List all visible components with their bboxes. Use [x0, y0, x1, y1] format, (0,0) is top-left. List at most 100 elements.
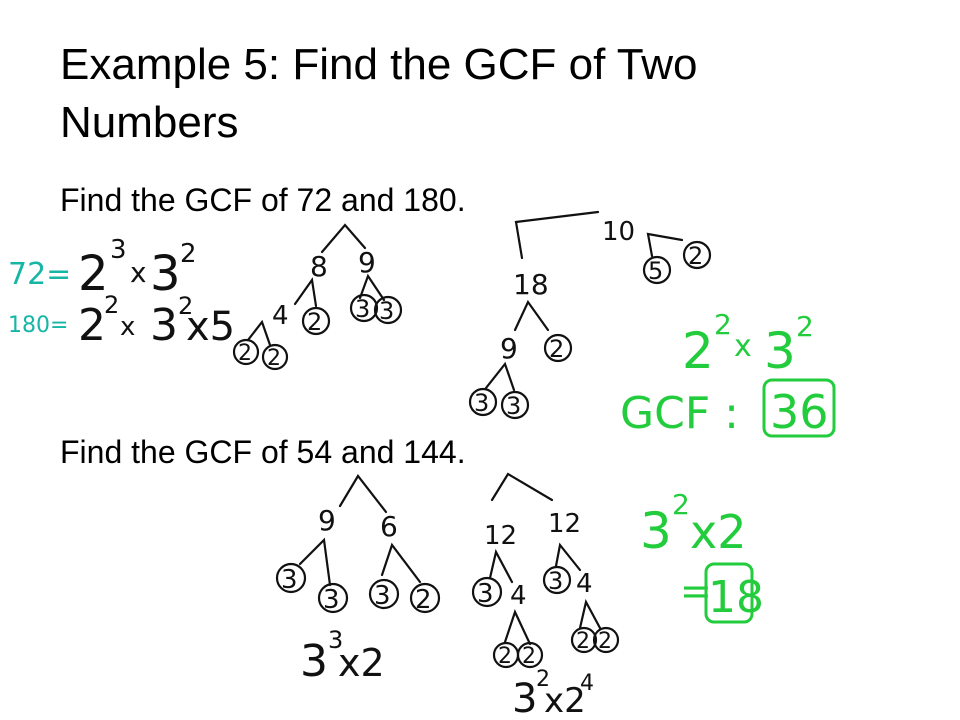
slide-title: Example 5: Find the GCF of Two Numbers	[60, 40, 698, 147]
f180-base2: 3	[150, 300, 178, 351]
tree54-branch-top	[338, 474, 388, 514]
tree144-2d: 2	[598, 629, 612, 654]
tree180-2b: 2	[549, 335, 564, 363]
tree144-circle-3b	[542, 565, 572, 595]
common1-times: x	[734, 329, 752, 364]
tree72-branch-8	[293, 277, 318, 308]
common1-base2: 3	[764, 322, 796, 380]
tree72-3b: 3	[379, 297, 394, 325]
gcf-box-2	[704, 562, 754, 624]
prod54-base: 3	[300, 636, 328, 687]
f180-times: x	[120, 312, 135, 342]
tree72-2b: 2	[238, 341, 252, 366]
tree180-5: 5	[648, 257, 663, 285]
problem-2-prompt: Find the GCF of 54 and 144.	[60, 434, 466, 470]
factorization-180: 180= 2 2 x 3 2 x5	[8, 291, 235, 351]
tree72-2a: 2	[307, 308, 322, 336]
tree180-circle-5	[642, 255, 672, 285]
tree54-branch-9	[298, 537, 332, 587]
tree72-8: 8	[310, 250, 328, 283]
tree144-circle-3a	[471, 576, 503, 608]
tree54-3b: 3	[323, 585, 340, 615]
tree54-6: 6	[380, 510, 398, 543]
problem-1-prompt: Find the GCF of 72 and 180.	[60, 182, 466, 218]
tree54-3c: 3	[374, 581, 391, 611]
label-72: 72=	[8, 257, 71, 292]
tree144-branch-4a	[503, 609, 532, 646]
tree180-9: 9	[500, 332, 518, 365]
tree144-branch-top	[490, 472, 554, 502]
common-factors-1: 2 2 x 3 2	[682, 308, 814, 380]
common1-exp2: 2	[796, 310, 814, 343]
common1-base1: 2	[682, 322, 714, 380]
factor-tree-180: 10 5 2 18 9 2 3 3	[468, 210, 712, 420]
tree180-branch-9	[484, 361, 516, 392]
gcf-answer-2: = 18	[680, 562, 764, 624]
tree72-circle-2a	[301, 306, 331, 336]
prod144-base: 3	[512, 676, 537, 720]
tree72-circle-3b	[373, 295, 403, 325]
gcf-box-1	[762, 378, 836, 438]
tree180-3a: 3	[474, 389, 489, 417]
tree180-branch-top	[514, 210, 600, 260]
tree144-branch-4b	[578, 598, 602, 630]
tree180-circle-2b	[543, 333, 573, 363]
tree180-10: 10	[602, 217, 635, 247]
tree72-2c: 2	[267, 346, 281, 371]
tree144-2a: 2	[498, 644, 512, 669]
tree72-circle-2c	[261, 343, 289, 371]
tree144-12a: 12	[484, 521, 517, 551]
tree144-2b: 2	[522, 644, 536, 669]
gcf-answer-1: GCF : 36	[620, 378, 836, 439]
f72-exp1: 3	[110, 235, 127, 265]
gcf-value-1: 36	[770, 385, 829, 439]
tree72-branch-9	[358, 273, 386, 302]
tree54-circle-2	[409, 582, 441, 614]
tree144-branch-12a	[488, 548, 514, 584]
tree72-4: 4	[272, 301, 289, 331]
common1-exp1: 2	[714, 308, 732, 341]
tree144-3a: 3	[477, 579, 494, 609]
tree144-circle-2d	[592, 626, 620, 654]
tree144-4a: 4	[510, 581, 527, 611]
tree54-circle-3a	[275, 562, 307, 594]
prod144-tailexp: 4	[580, 671, 594, 696]
tree144-12b: 12	[548, 509, 581, 539]
label-180: 180=	[8, 313, 68, 338]
factor-tree-72: 8 9 4 2 3 3 2 2	[232, 223, 403, 371]
f180-base1: 2	[78, 300, 106, 351]
common2-tail: x2	[690, 505, 747, 559]
tree144-3b: 3	[548, 567, 563, 595]
f180-tail: x5	[186, 304, 235, 350]
prod144-exp: 2	[536, 667, 550, 692]
tree144-branch-12b	[554, 542, 582, 572]
factorization-72: 72= 2 3 x 3 2	[8, 235, 197, 302]
common2-base: 3	[640, 502, 672, 560]
f72-base1: 2	[78, 246, 109, 302]
tree180-circle-2	[682, 240, 712, 270]
tree144-4b: 4	[576, 569, 593, 599]
tree144-2c: 2	[576, 629, 590, 654]
tree180-branch-10	[646, 232, 684, 258]
common2-exp: 2	[672, 488, 690, 521]
tree72-9: 9	[358, 246, 376, 279]
gcf-value-2: 18	[708, 572, 764, 623]
tree54-2: 2	[415, 585, 432, 615]
tree144-circle-2b	[516, 641, 544, 669]
prod144-tail: x2	[544, 681, 586, 720]
tree54-circle-3b	[317, 582, 349, 614]
tree72-branch-4	[246, 319, 272, 347]
factor-tree-144: 12 12 3 4 3 4 2 2 2 2 3 2 x2 4	[471, 472, 620, 720]
prod54-exp: 3	[328, 626, 343, 654]
tree54-circle-3c	[368, 578, 400, 610]
tree180-18: 18	[513, 268, 549, 301]
f72-exp2: 2	[180, 239, 197, 269]
tree180-circle-3a	[468, 387, 498, 417]
tree54-branch-6	[380, 542, 422, 584]
tree180-circle-3b	[500, 390, 530, 420]
common-factors-2: 3 2 x2	[640, 488, 747, 560]
tree180-3b: 3	[506, 392, 521, 420]
tree72-circle-2b	[232, 338, 260, 366]
